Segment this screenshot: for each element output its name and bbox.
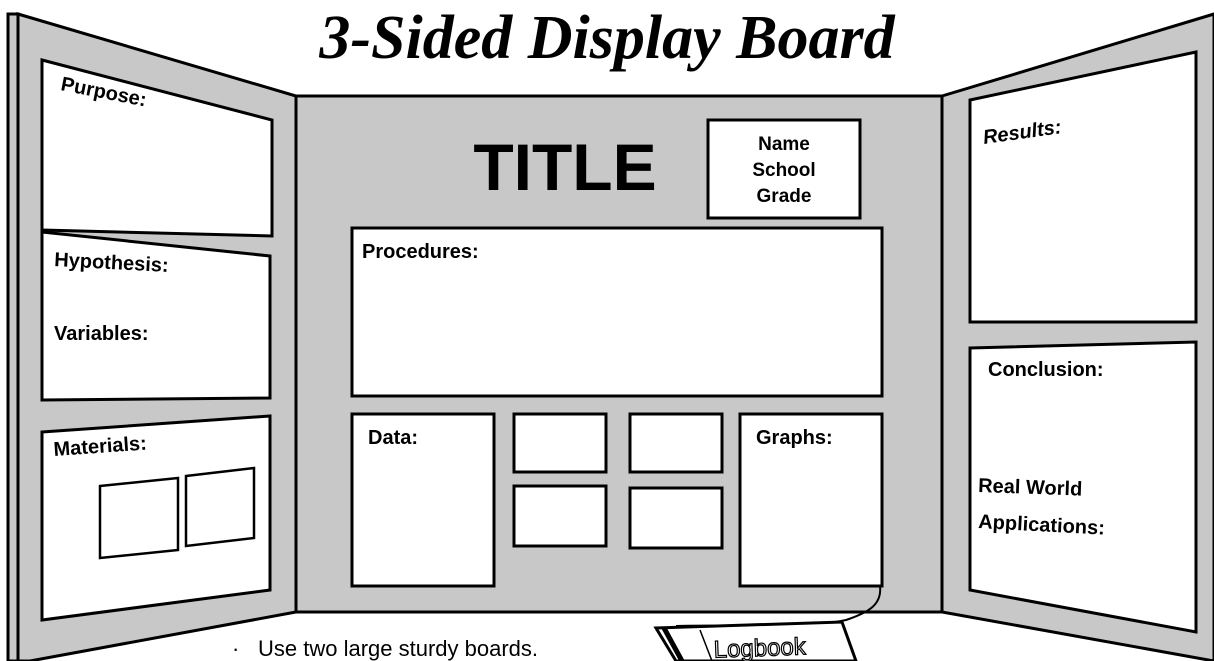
logbook-spine: [661, 626, 685, 661]
graphs-label: Graphs:: [756, 427, 833, 449]
conclusion-label: Conclusion:: [988, 359, 1104, 381]
data-box: [350, 412, 496, 588]
logbook: Logbook: [653, 585, 882, 661]
data-label: Data:: [368, 427, 418, 449]
name-line: Name: [758, 134, 810, 155]
tip-bullet: ·: [232, 636, 239, 661]
real-world-label-line1: Real World: [978, 475, 1083, 501]
logbook-page-edge: [699, 629, 713, 661]
graphs-box: [738, 412, 884, 588]
grade-line: Grade: [757, 186, 812, 207]
procedures-label: Procedures:: [362, 241, 479, 263]
photo-box-3: [512, 484, 608, 548]
logbook-label: Logbook: [713, 633, 807, 661]
results-box: [968, 50, 1198, 324]
material-photo-2: [184, 466, 256, 548]
school-line: School: [752, 160, 815, 181]
material-photo-1: [98, 476, 180, 560]
board-title: TITLE: [473, 130, 656, 204]
right-panel: Results: Conclusion: Real World Applicat…: [940, 12, 1214, 661]
procedures-box: [350, 226, 884, 398]
photo-box-2: [628, 412, 724, 474]
photo-box-1: [512, 412, 608, 474]
logbook-cover: [653, 620, 858, 661]
tip-text: Use two large sturdy boards.: [258, 636, 538, 661]
conclusion-box: [968, 340, 1198, 634]
hypothesis-box: [40, 230, 272, 402]
center-panel: TITLE Name School Grade Procedures: Data…: [294, 94, 944, 614]
purpose-box: [40, 58, 274, 238]
name-box: [706, 118, 862, 220]
left-panel-edge: [6, 12, 20, 661]
photo-box-4: [628, 486, 724, 550]
variables-label: Variables:: [54, 323, 149, 345]
left-panel: Purpose: Hypothesis: Variables: Material…: [6, 11, 298, 661]
heading: 3-Sided Display Board: [318, 4, 895, 72]
